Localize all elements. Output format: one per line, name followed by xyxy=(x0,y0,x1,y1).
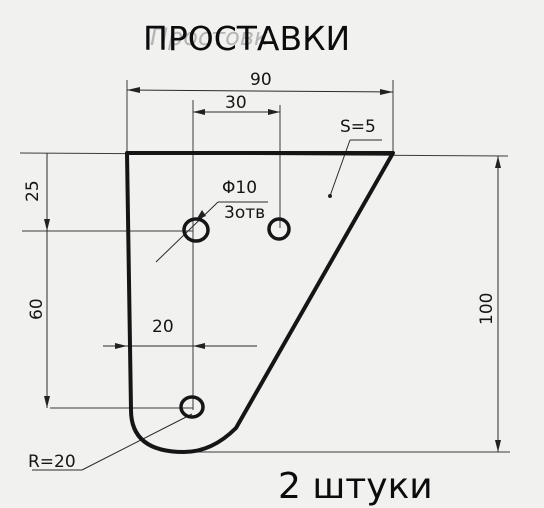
leader-lines xyxy=(32,139,382,471)
dim-hole-offset: 20 xyxy=(152,317,174,337)
part-outline xyxy=(125,151,395,454)
dim-overall-width: 90 xyxy=(250,70,272,90)
background-handwriting: Простовк xyxy=(150,23,269,51)
dim-hole-spacing: 30 xyxy=(225,93,247,113)
drawing-title: ПРОСТАВКИ xyxy=(143,19,350,58)
dim-hole-diameter: Φ10 xyxy=(222,178,257,198)
extension-lines xyxy=(19,80,510,453)
vertical-dimensions xyxy=(44,153,501,452)
hole-2 xyxy=(267,217,291,241)
quantity-note: 2 штуки xyxy=(278,466,433,507)
dim-thickness: S=5 xyxy=(340,117,376,137)
dim-hole-count: 3отв xyxy=(224,203,265,223)
hole-3 xyxy=(179,395,205,419)
dim-overall-height: 100 xyxy=(477,293,497,325)
hole-1 xyxy=(182,217,210,243)
mounting-holes xyxy=(179,217,291,419)
dim-top-offset: 25 xyxy=(23,180,43,202)
dim-radius: R=20 xyxy=(28,452,76,472)
horizontal-dimensions xyxy=(103,87,394,349)
dim-hole-vertical: 60 xyxy=(27,298,47,320)
